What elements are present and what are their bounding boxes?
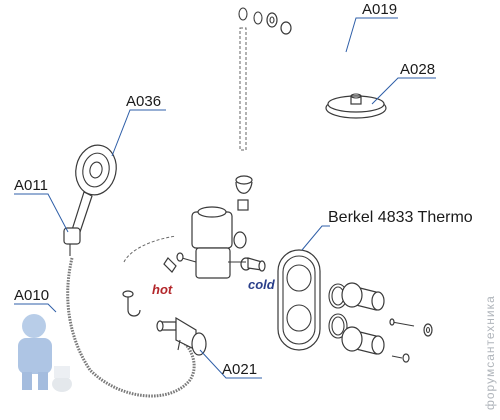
hand-shower	[71, 144, 117, 233]
shower-arm	[280, 21, 362, 105]
callout-a019: A019	[362, 1, 397, 18]
leader-a036	[111, 109, 166, 157]
plumber-mascot-icon	[18, 314, 72, 392]
cold-label: cold	[248, 277, 276, 292]
handle-screws	[389, 318, 433, 363]
callout-a021: A021	[222, 361, 257, 378]
rail-top-fittings	[253, 11, 278, 28]
leader-a011	[14, 193, 69, 233]
callout-a028: A028	[400, 61, 435, 78]
hot-inlet-pipe	[122, 235, 177, 317]
watermark-text: форумсантехника	[483, 295, 497, 410]
rain-shower-head	[325, 93, 387, 119]
flow-handle	[341, 326, 385, 355]
thermostat-trim-plate	[277, 249, 321, 351]
callout-leaders	[14, 17, 436, 379]
shower-riser-rail	[238, 7, 248, 151]
leader-product	[301, 225, 330, 251]
riser-elbow-fitting	[235, 175, 253, 211]
shower-hose	[66, 257, 196, 398]
hot-label: hot	[152, 282, 173, 297]
callout-a036: A036	[126, 93, 161, 110]
thermostatic-mixer-body	[176, 206, 252, 279]
product-label: Berkel 4833 Thermo	[328, 209, 473, 226]
cold-inlet-fitting	[247, 257, 266, 272]
leader-a019	[345, 17, 398, 53]
hand-shower-holder	[63, 227, 81, 256]
leader-a010	[14, 303, 57, 313]
leader-a021	[199, 349, 262, 379]
temperature-handle	[341, 282, 385, 311]
callout-a010: A010	[14, 287, 49, 304]
wall-connector	[156, 316, 207, 356]
callout-a011: A011	[14, 177, 48, 194]
leader-a028	[371, 77, 436, 105]
